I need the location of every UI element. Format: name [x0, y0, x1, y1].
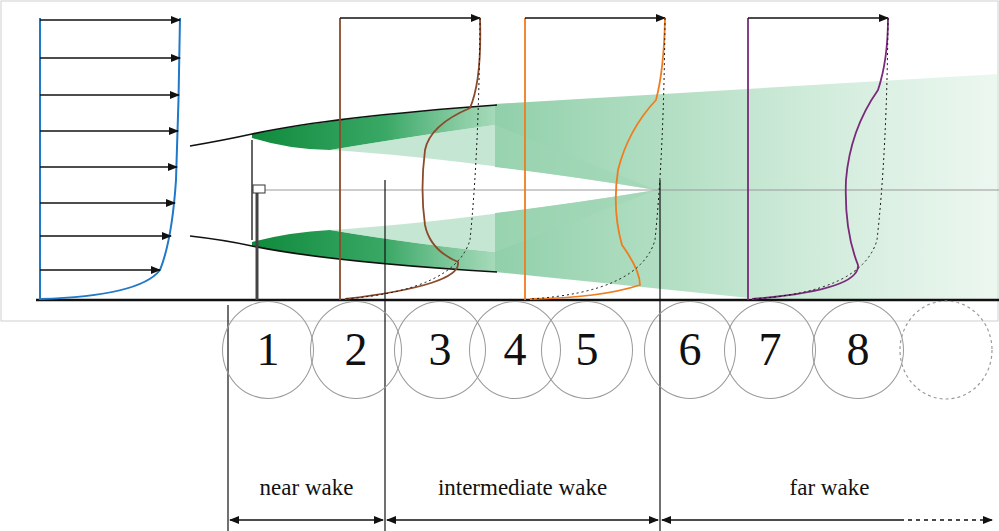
zone-circle: 8: [812, 301, 904, 399]
callout-number: 5: [576, 327, 599, 373]
callout-number: 3: [429, 327, 452, 373]
wake-zone-label: far wake: [787, 475, 873, 500]
callout-number: 8: [847, 327, 870, 373]
zone-circle: 3: [394, 301, 486, 399]
zone-circle: 7: [724, 301, 816, 399]
callout-number: 7: [759, 327, 782, 373]
callout-number: 4: [504, 327, 527, 373]
zone-circle: 6: [644, 301, 736, 399]
callout-number: 2: [345, 327, 368, 373]
wake-zone-label: intermediate wake: [435, 475, 610, 500]
zone-circle: 1: [222, 301, 314, 399]
callout-number: 1: [257, 327, 280, 373]
zone-circle: 2: [310, 301, 402, 399]
wake-zone-label: near wake: [257, 475, 357, 500]
zone-circle: 5: [541, 301, 633, 399]
callout-number: 6: [679, 327, 702, 373]
zone-circle: 4: [469, 301, 561, 399]
